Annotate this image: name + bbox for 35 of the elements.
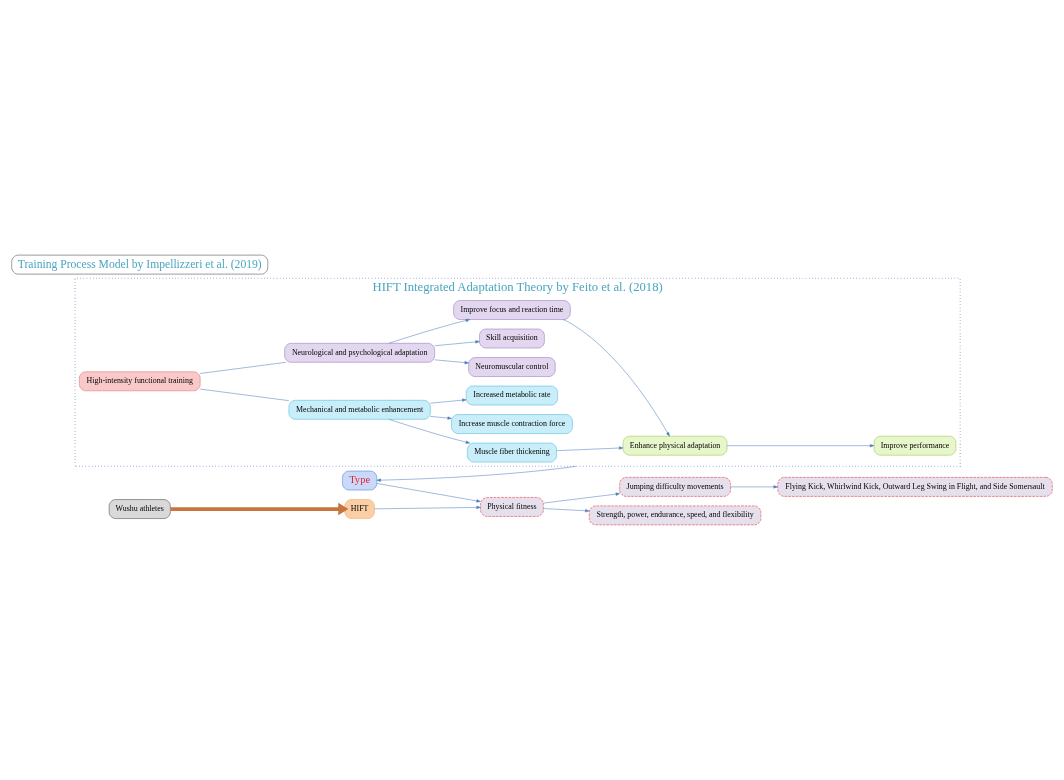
arrow — [434, 340, 480, 347]
node-box: Neuromuscular control — [468, 357, 556, 377]
node-box: Flying Kick, Whirlwind Kick, Outward Leg Swing in Flight, and Side Somersault — [777, 477, 1053, 497]
node-box: Increase muscle contraction force — [451, 414, 573, 434]
arrow — [374, 505, 481, 510]
node-box: Enhance physical adaptation — [622, 435, 728, 456]
arrow — [388, 318, 470, 344]
arrow — [562, 319, 670, 437]
arrow — [543, 492, 620, 504]
node-box: HIFT — [344, 499, 375, 519]
arrow — [430, 416, 452, 420]
arrow — [556, 446, 624, 451]
node-box: Wushu athletes — [108, 499, 171, 519]
node-box: Strength, power, endurance, speed, and flexibility — [589, 505, 762, 526]
node-box: Physical fitness — [480, 497, 544, 517]
connector — [199, 362, 287, 374]
arrow — [726, 444, 875, 448]
connector — [199, 388, 290, 401]
node-box: Mechanical and metabolic enhancement — [288, 400, 431, 420]
arrow — [434, 359, 469, 365]
arrow — [430, 398, 467, 404]
arrow — [730, 485, 778, 489]
arrow — [170, 502, 349, 516]
node-box: Training Process Model by Impellizzeri et al. (2019) — [11, 254, 269, 275]
node-box: Increased metabolic rate — [466, 385, 558, 406]
node-box: Improve performance — [873, 435, 957, 456]
arrow — [543, 508, 590, 513]
node-box: Skill acquisition — [479, 328, 545, 349]
node-box: High-intensity functional training — [79, 371, 201, 392]
node-box: Type — [342, 470, 378, 491]
arrow — [388, 419, 470, 444]
node-box: Jumping difficulty movements — [619, 477, 731, 497]
node-box: Neurological and psychological adaptation — [284, 343, 435, 363]
arrow — [376, 483, 481, 503]
arrow — [376, 466, 577, 482]
